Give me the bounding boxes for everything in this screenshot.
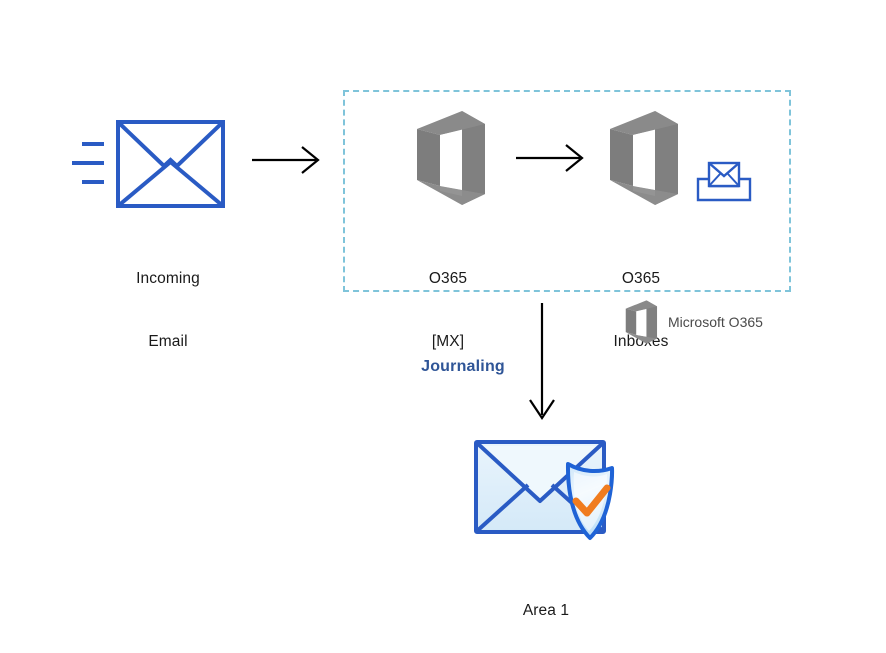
o365-mx-label-line1: O365 <box>428 270 468 287</box>
journaling-edge-label: Journaling <box>421 358 505 375</box>
o365-mx-label: O365 [MX] <box>368 226 528 394</box>
arrow-inboxes-to-area1 <box>522 303 562 423</box>
o365-mx-label-line2: [MX] <box>431 333 465 350</box>
arrow-mx-to-inboxes <box>516 140 588 176</box>
envelope-icon <box>72 120 225 208</box>
legend-label: Microsoft O365 <box>668 314 763 330</box>
arrow-incoming-to-mx <box>252 142 324 178</box>
legend-office-365-icon-wrap <box>620 299 660 345</box>
office-365-icon <box>417 111 485 205</box>
shielded-envelope-icon <box>474 440 615 540</box>
incoming-email-node[interactable] <box>72 118 227 210</box>
inbox-tray-icon <box>696 161 752 202</box>
incoming-email-label-line2: Email <box>148 333 188 350</box>
o365-inboxes-node[interactable] <box>598 108 684 208</box>
inbox-tray-badge <box>696 159 752 203</box>
o365-inboxes-label-line1: O365 <box>621 270 661 287</box>
incoming-email-label-line1: Incoming <box>136 270 200 287</box>
area1-label: Area 1 email security <box>463 558 629 653</box>
area1-node[interactable] <box>470 432 634 550</box>
o365-mx-node[interactable] <box>405 108 491 208</box>
area1-label-line1: Area 1 <box>522 602 570 619</box>
office-365-icon <box>625 300 658 344</box>
incoming-email-label: Incoming Email <box>88 226 248 394</box>
microsoft-o365-boundary-zone <box>343 90 791 292</box>
office-365-icon <box>610 111 678 205</box>
